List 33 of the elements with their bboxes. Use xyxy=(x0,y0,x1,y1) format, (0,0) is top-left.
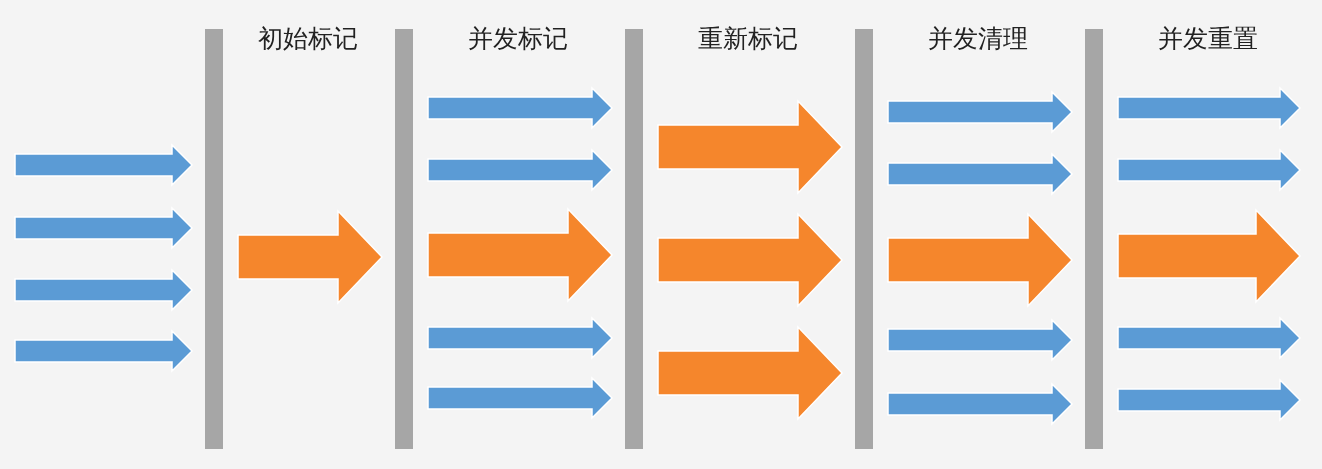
thread-arrow xyxy=(237,209,384,305)
thread-arrow xyxy=(1117,148,1302,192)
thread-arrow xyxy=(427,316,614,360)
thread-arrow xyxy=(1117,316,1302,360)
thread-arrow xyxy=(427,207,614,303)
thread-arrow xyxy=(657,325,844,421)
thread-arrow xyxy=(887,152,1074,196)
thread-arrow xyxy=(887,90,1074,134)
thread-arrow xyxy=(657,99,844,195)
barrier-bar xyxy=(395,29,413,449)
barrier-bar xyxy=(205,29,223,449)
thread-arrow xyxy=(887,212,1074,308)
thread-arrow xyxy=(1117,208,1302,304)
barrier-bar xyxy=(625,29,643,449)
thread-arrow xyxy=(1117,378,1302,422)
thread-arrow xyxy=(887,318,1074,362)
thread-arrow xyxy=(1117,86,1302,130)
phase-title: 并发重置 xyxy=(1158,23,1258,55)
thread-arrow xyxy=(14,143,194,187)
phase-title: 初始标记 xyxy=(258,23,358,55)
thread-arrow xyxy=(427,376,614,420)
thread-arrow xyxy=(14,206,194,250)
phase-title: 并发清理 xyxy=(928,23,1028,55)
phase-title: 重新标记 xyxy=(698,23,798,55)
thread-arrow xyxy=(427,148,614,192)
thread-arrow xyxy=(14,329,194,373)
barrier-bar xyxy=(1085,29,1103,449)
thread-arrow xyxy=(14,268,194,312)
thread-arrow xyxy=(657,212,844,308)
barrier-bar xyxy=(855,29,873,449)
phase-title: 并发标记 xyxy=(468,23,568,55)
thread-arrow xyxy=(427,86,614,130)
thread-arrow xyxy=(887,382,1074,426)
